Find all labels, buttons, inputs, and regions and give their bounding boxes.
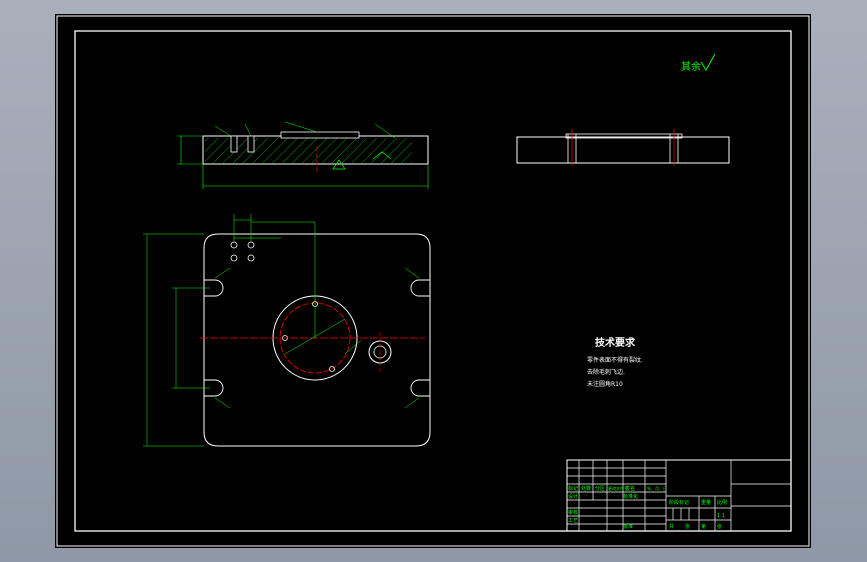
- roughness-symbol-icon: [700, 53, 716, 71]
- title-label: 重量: [701, 499, 711, 506]
- surface-roughness-note: 其余: [681, 53, 716, 73]
- title-label: 张: [685, 523, 690, 530]
- bolt-hole: [329, 366, 335, 372]
- tech-req-item-1: 零件表面不得有裂纹.: [587, 356, 643, 364]
- outer-border: [56, 15, 810, 547]
- title-label: 签名: [625, 485, 635, 492]
- section-hatch: [205, 138, 412, 163]
- title-block: [566, 459, 792, 532]
- u-slot-right-bottom: [410, 379, 430, 397]
- pin-hole: [230, 254, 238, 262]
- title-label: 设计: [568, 493, 578, 500]
- title-label: 审核: [568, 509, 578, 516]
- tech-req-item-3: 未注圆角R10: [587, 380, 623, 388]
- pin-hole: [247, 241, 255, 249]
- tech-req-heading: 技术要求: [595, 336, 636, 349]
- plate-outline: [203, 233, 431, 447]
- side-view: [516, 129, 730, 166]
- u-slot-left-top: [204, 279, 224, 297]
- title-label: 标记: [568, 485, 578, 492]
- title-label: 批准: [623, 523, 633, 530]
- pin-hole: [230, 241, 238, 249]
- title-label: 更改文件号: [608, 485, 628, 491]
- taper-symbol-icon: [372, 151, 392, 160]
- title-label: 比例: [717, 499, 727, 506]
- u-slot-right-top: [410, 279, 430, 297]
- title-label: 第: [701, 523, 706, 530]
- title-label: 处数: [581, 485, 591, 492]
- datum-symbol-icon: [332, 159, 346, 170]
- tech-req-item-2: 去除毛刺飞边.: [587, 368, 625, 376]
- top-recess: [280, 131, 360, 139]
- section-view: [177, 121, 429, 189]
- title-label: 阶段标记: [669, 499, 689, 506]
- cad-drawing-canvas: 其余: [56, 15, 810, 547]
- scale-value: 1:1: [717, 513, 725, 519]
- title-label: 张: [717, 523, 722, 530]
- slot-cut-2: [247, 135, 255, 153]
- side-view-outline: [516, 136, 730, 164]
- plan-view: [143, 214, 431, 447]
- technical-requirements: 技术要求 零件表面不得有裂纹. 去除毛刺飞边. 未注圆角R10: [587, 336, 643, 388]
- inner-frame: [74, 30, 792, 532]
- title-label: 工艺: [568, 518, 578, 524]
- title-label: 分区: [595, 485, 605, 492]
- pin-hole: [247, 254, 255, 262]
- title-label: 标准化: [623, 493, 638, 500]
- title-label: 年、月、日: [647, 485, 667, 491]
- slot-cut-1: [230, 135, 238, 153]
- title-label: 共: [669, 523, 674, 530]
- title-block-labels: 标记 处数 分区 更改文件号 签名 年、月、日 设计 标准化 审核 工艺 批准 …: [568, 485, 727, 530]
- drawing-sheet: 其余: [55, 14, 811, 548]
- u-slot-left-bottom: [204, 379, 224, 397]
- roughness-note-text: 其余: [681, 60, 701, 73]
